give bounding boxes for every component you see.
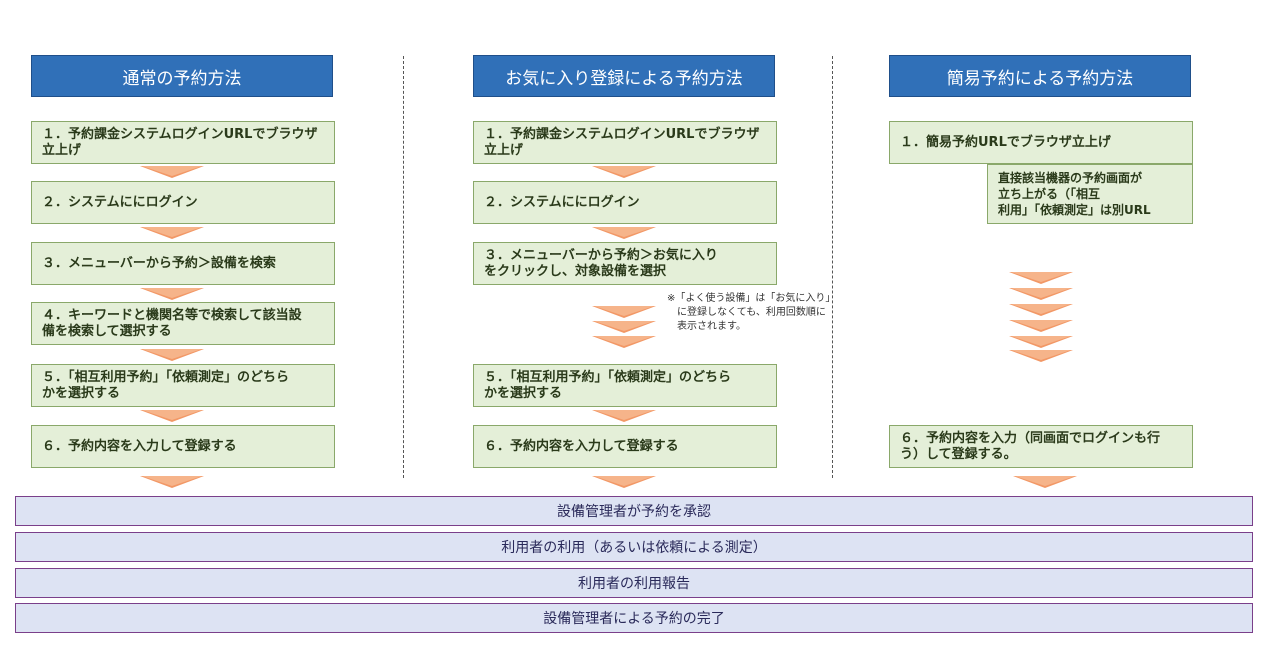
simple-step-6: ６．予約内容を入力（同画面でログインも行 う）して登録する。 xyxy=(889,425,1193,468)
flow-arrow xyxy=(1009,320,1073,332)
flow-arrow xyxy=(592,476,656,488)
column-divider xyxy=(832,56,833,478)
column-divider xyxy=(403,56,404,478)
flow-arrow xyxy=(592,410,656,422)
column-header-simple: 簡易予約による予約方法 xyxy=(889,55,1191,97)
flow-arrow xyxy=(1009,336,1073,348)
favorites-step-2: ２．システムににログイン xyxy=(473,181,777,224)
column-header-normal: 通常の予約方法 xyxy=(31,55,333,97)
favorites-step-3: ３．メニューバーから予約＞お気に入り をクリックし、対象設備を選択 xyxy=(473,242,777,285)
normal-step-3: ３．メニューバーから予約＞設備を検索 xyxy=(31,242,335,285)
flow-arrow xyxy=(592,321,656,333)
simple-step-1: １．簡易予約URLでブラウザ立上げ xyxy=(889,121,1193,164)
normal-step-6: ６．予約内容を入力して登録する xyxy=(31,425,335,468)
normal-step-5: ５．「相互利用予約」「依頼測定」のどちら かを選択する xyxy=(31,364,335,407)
favorites-step-1: １．予約課金システムログインURLでブラウザ 立上げ xyxy=(473,121,777,164)
flow-arrow xyxy=(1009,272,1073,284)
flow-arrow xyxy=(592,336,656,348)
favorites-note: ※「よく使う設備」は「お気に入り」 に登録しなくても、利用回数順に 表示されます… xyxy=(667,293,836,332)
bottom-step-complete: 設備管理者による予約の完了 xyxy=(15,603,1253,633)
normal-step-1: １．予約課金システムログインURLでブラウザ 立上げ xyxy=(31,121,335,164)
column-header-favorites: お気に入り登録による予約方法 xyxy=(473,55,775,97)
flow-arrow xyxy=(140,166,204,178)
favorites-step-5: ５．「相互利用予約」「依頼測定」のどちら かを選択する xyxy=(473,364,777,407)
flow-arrow xyxy=(592,306,656,318)
flow-arrow xyxy=(1009,304,1073,316)
bottom-step-usage: 利用者の利用（あるいは依頼による測定） xyxy=(15,532,1253,562)
flow-arrow xyxy=(140,349,204,361)
bottom-step-approval: 設備管理者が予約を承認 xyxy=(15,496,1253,526)
flow-arrow xyxy=(140,227,204,239)
flow-arrow xyxy=(592,166,656,178)
normal-step-2: ２．システムににログイン xyxy=(31,181,335,224)
simple-sub-note: 直接該当機器の予約画面が 立ち上がる（「相互 利用」「依頼測定」は別URL xyxy=(987,164,1193,224)
flow-arrow xyxy=(140,476,204,488)
normal-step-4: ４．キーワードと機関名等で検索して該当設 備を検索して選択する xyxy=(31,302,335,345)
favorites-step-6: ６．予約内容を入力して登録する xyxy=(473,425,777,468)
flow-arrow xyxy=(1009,288,1073,300)
flow-arrow xyxy=(1013,476,1077,488)
bottom-step-report: 利用者の利用報告 xyxy=(15,568,1253,598)
flow-arrow xyxy=(1009,350,1073,362)
flow-arrow xyxy=(140,288,204,300)
flow-arrow xyxy=(592,227,656,239)
flow-arrow xyxy=(140,410,204,422)
